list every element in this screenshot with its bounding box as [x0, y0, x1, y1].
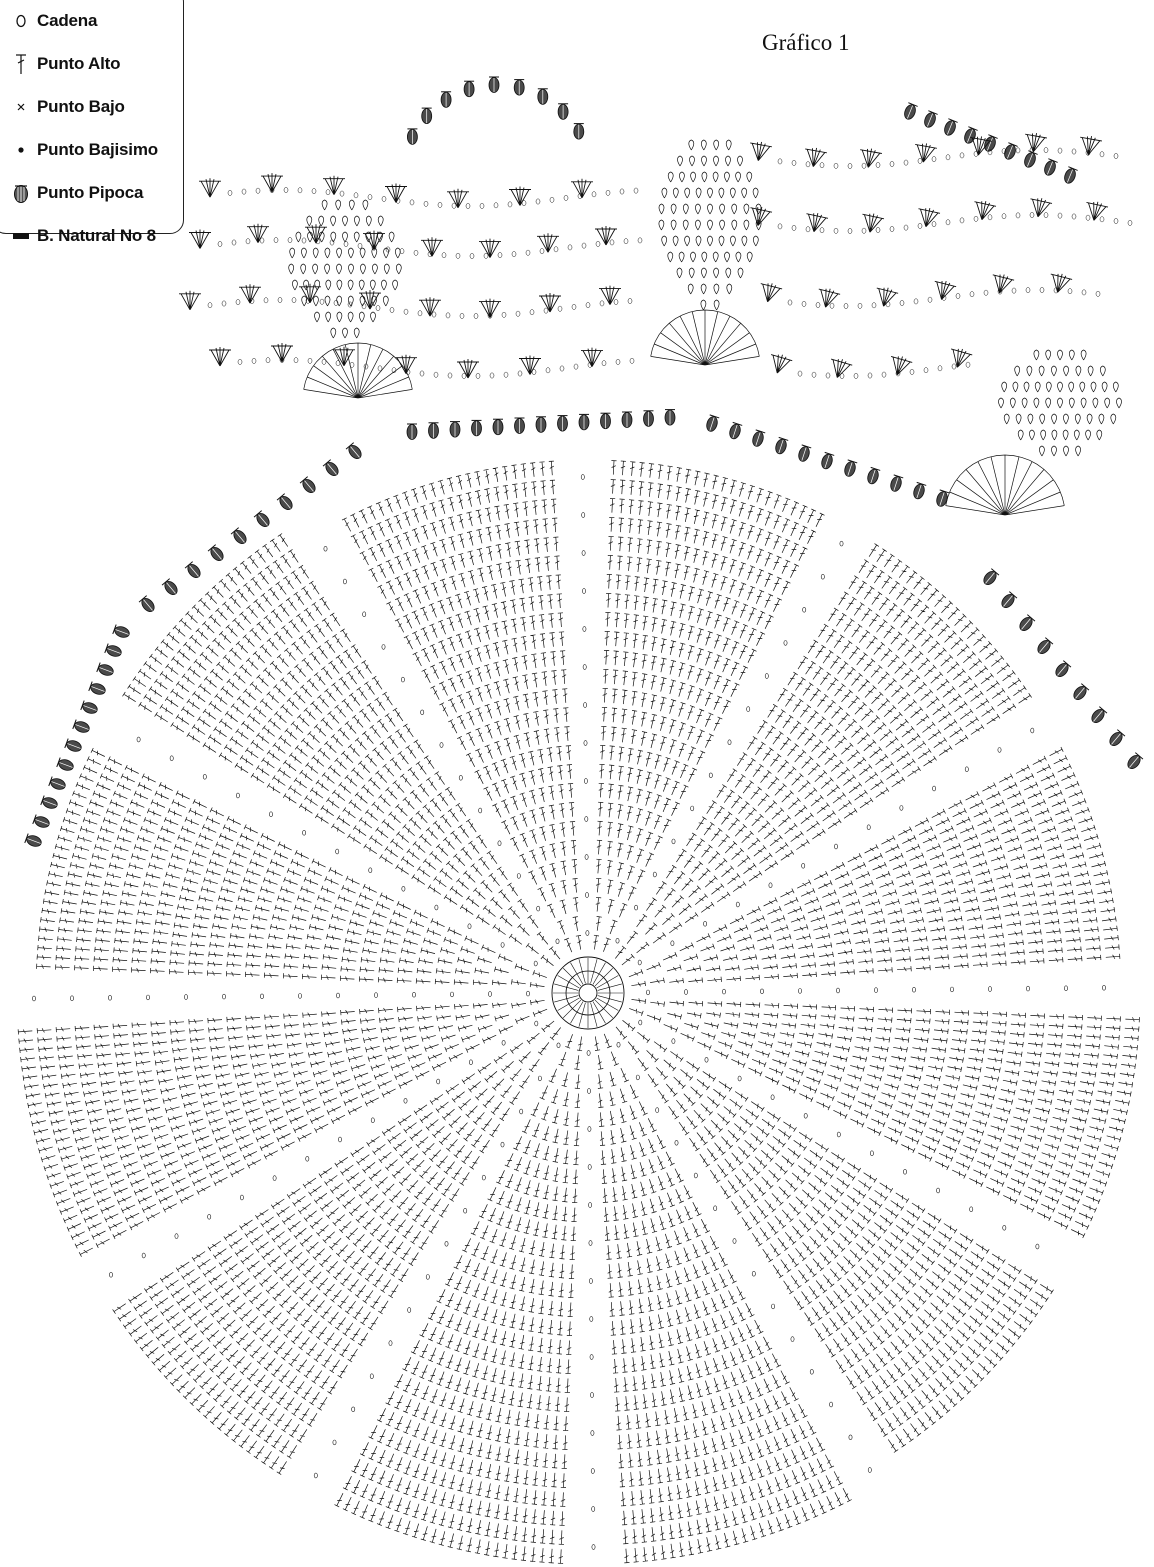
- legend-label: Cadena: [37, 11, 97, 31]
- popcorn-border: [25, 77, 1143, 848]
- stitch-legend: Cadena Punto Alto Punto Bajo Punto Bajis…: [0, 0, 184, 234]
- legend-label: Punto Bajisimo: [37, 140, 158, 160]
- popcorn-stitch-icon: [11, 182, 31, 204]
- legend-item-cadena: Cadena: [11, 0, 175, 42]
- legend-label: Punto Alto: [37, 54, 120, 74]
- legend-label: B. Natural No 8: [37, 226, 156, 246]
- pineapple-motifs: [289, 140, 1122, 456]
- single-crochet-x-icon: [11, 101, 31, 113]
- slip-stitch-dot-icon: [11, 145, 31, 155]
- legend-item-b-natural: B. Natural No 8: [11, 214, 175, 257]
- legend-item-punto-bajisimo: Punto Bajisimo: [11, 128, 175, 171]
- legend-label: Punto Pipoca: [37, 183, 143, 203]
- legend-item-punto-pipoca: Punto Pipoca: [11, 171, 175, 214]
- chain-oval-icon: [11, 14, 31, 28]
- double-crochet-icon: [11, 53, 31, 75]
- legend-item-punto-bajo: Punto Bajo: [11, 85, 175, 128]
- main-doily-rows: [18, 461, 1139, 1564]
- yarn-swatch-icon: [11, 231, 31, 241]
- legend-item-punto-alto: Punto Alto: [11, 42, 175, 85]
- center-ring: [552, 957, 624, 1029]
- fan-motifs: [179, 131, 1109, 515]
- chart-title: Gráfico 1: [762, 30, 850, 56]
- legend-label: Punto Bajo: [37, 97, 125, 117]
